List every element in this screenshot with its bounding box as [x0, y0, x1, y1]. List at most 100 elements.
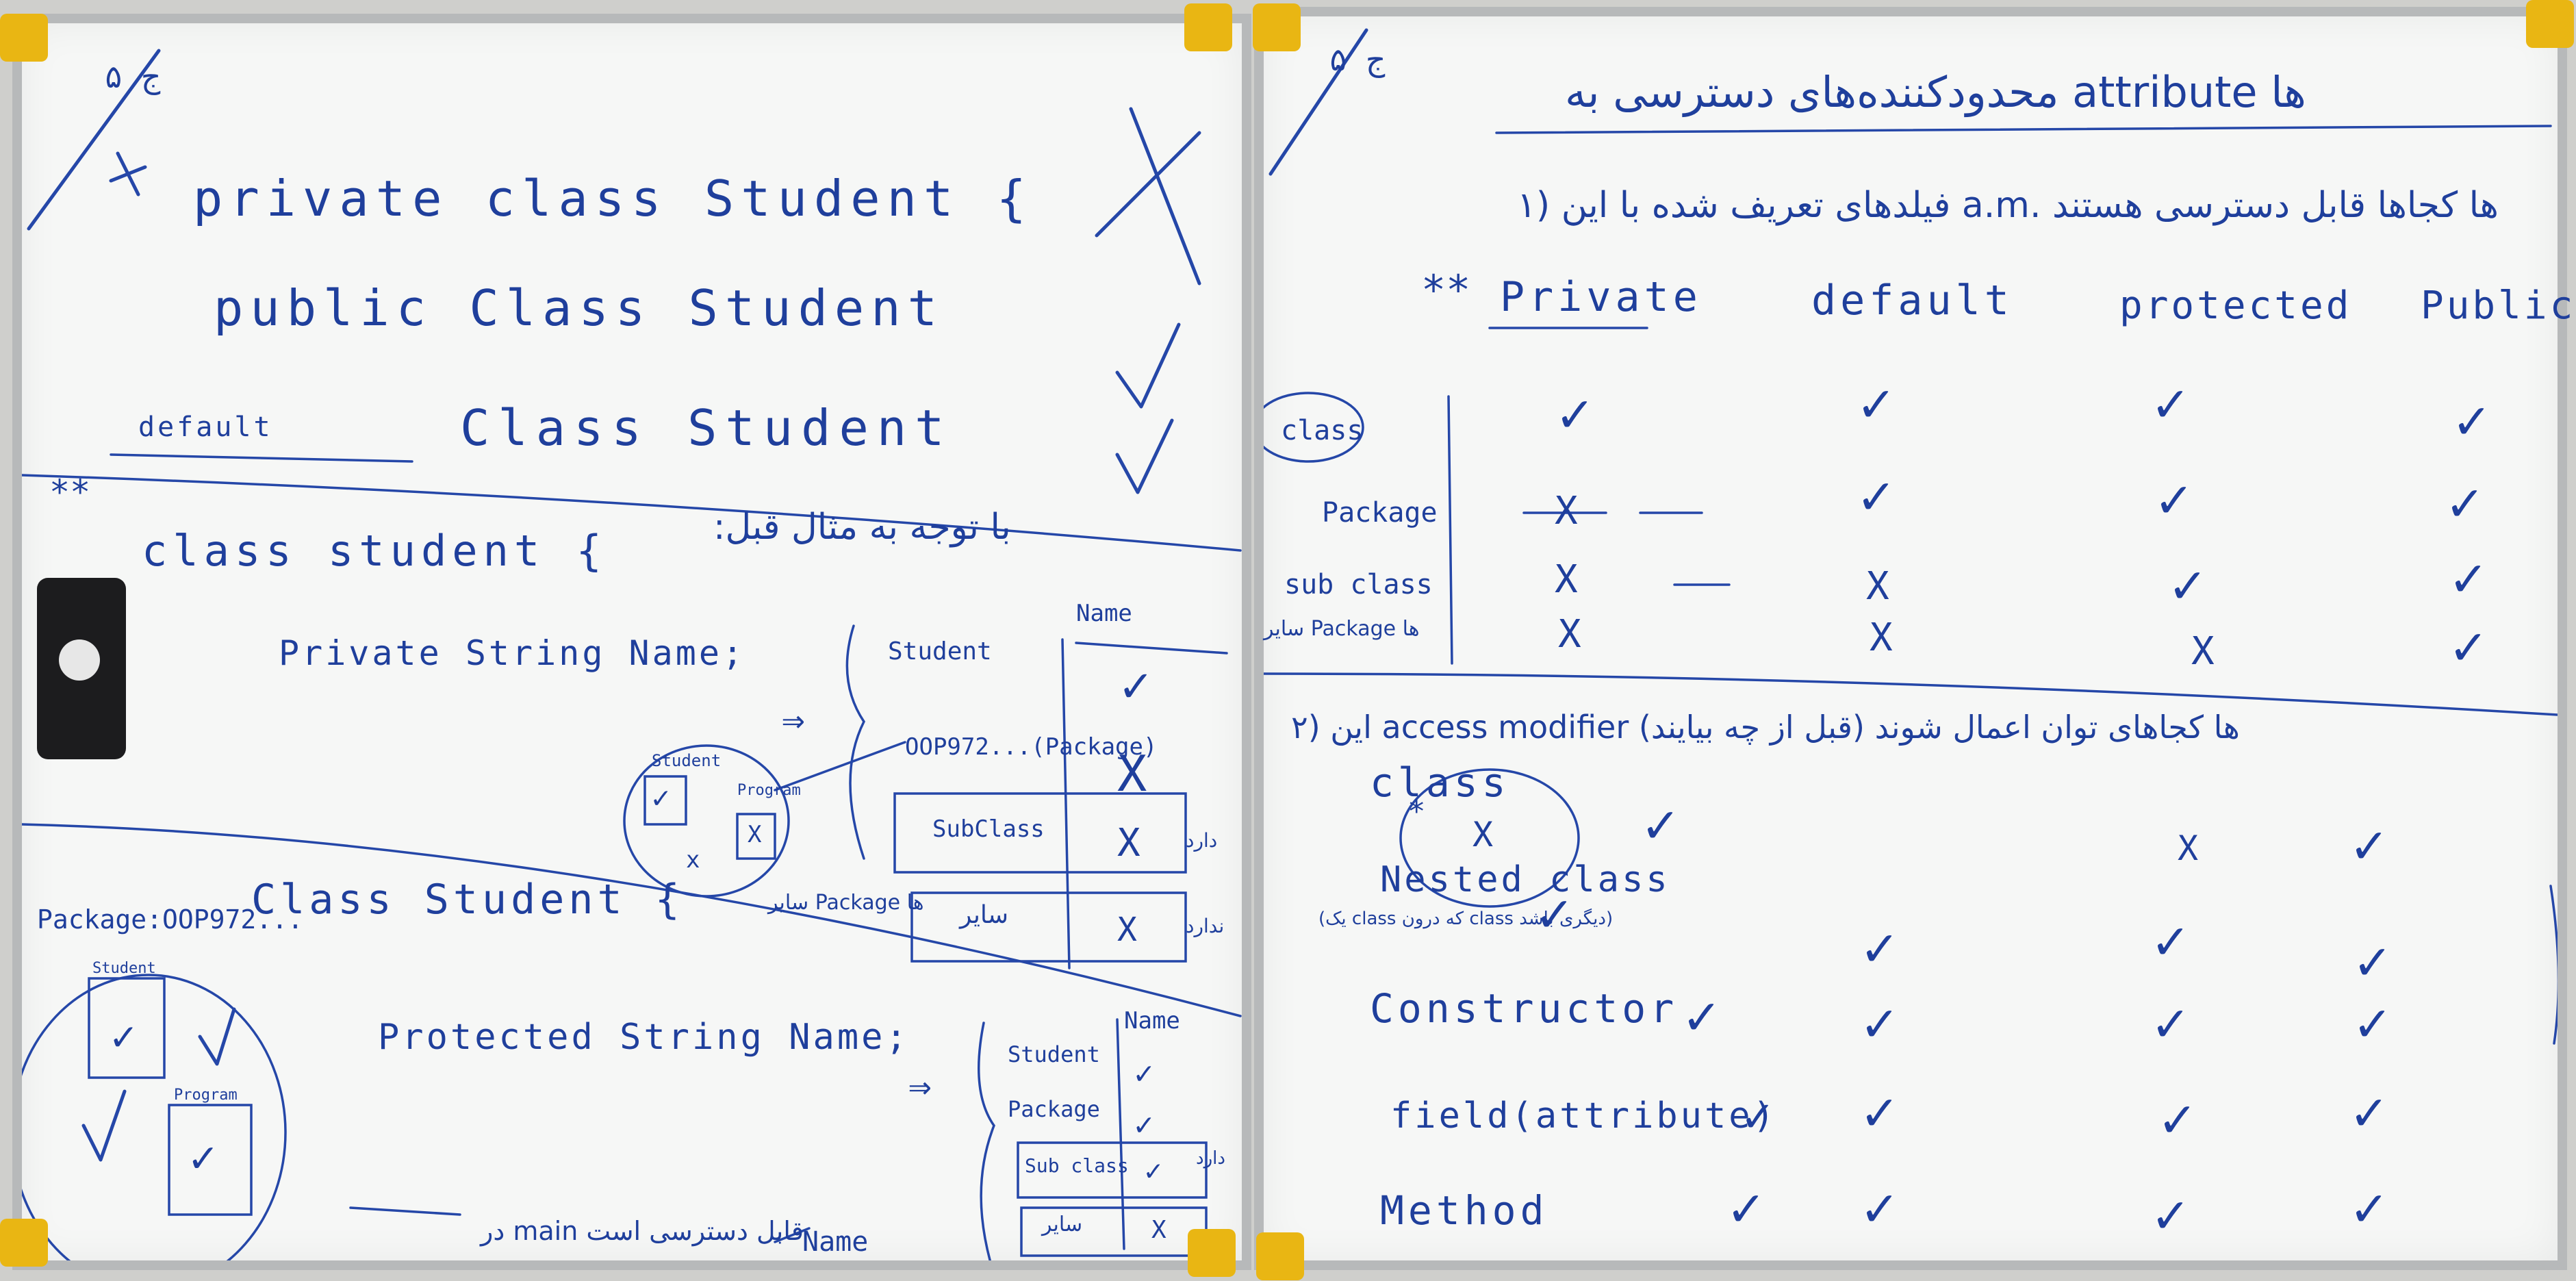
package-label: Package:OOP972... [37, 904, 303, 935]
table2-side-note: دارد [1196, 1148, 1225, 1169]
access-mark: X [1555, 557, 1578, 602]
access-mark: X [2191, 629, 2215, 674]
table1-row-mark: X [1117, 911, 1137, 949]
corner-clip [2526, 0, 2574, 48]
access-row-label: class [1281, 415, 1364, 446]
table1-row-label: Student [888, 637, 992, 665]
table1-row-mark: X [1117, 745, 1147, 802]
usage-mark: X [1472, 815, 1494, 854]
table1-side-note: ندارد [1186, 915, 1225, 937]
table2-row-mark: X [1151, 1216, 1166, 1244]
usage-mark: ✓ [2356, 929, 2389, 993]
eraser-logo [59, 639, 100, 681]
class-student-brace: class student { [142, 526, 607, 576]
modifier-header: Public [2421, 283, 2576, 328]
left-corner-mark: ج ۵ [104, 58, 162, 95]
access-mark: ✓ [2157, 467, 2191, 531]
modifier-header: Private [1500, 273, 1702, 321]
table2-row-label: سایر [1042, 1213, 1083, 1236]
table1-side-note: دارد [1186, 829, 1218, 852]
access-mark: ✓ [1859, 464, 1893, 527]
table2-row-mark: ✓ [1134, 1054, 1153, 1091]
asterisk-note: ** [49, 472, 91, 512]
usage-mark: ✓ [1538, 881, 1571, 945]
left-board-ink [22, 49, 1242, 1260]
access-mark: ✓ [2455, 388, 2488, 452]
usage-mark: ✓ [1863, 915, 1896, 979]
access-mark: ✓ [1859, 371, 1893, 435]
table1-header: Name [1076, 600, 1132, 627]
access-mark: ✓ [2451, 614, 2485, 678]
arrow-2: ⇒ [908, 1064, 932, 1108]
question-1: ۱) فیلدهای تعریف شده با این a.m. ها کجاه… [1517, 185, 2499, 226]
table2-row-label: Student [1008, 1041, 1100, 1067]
usage-row-label: Nested class [1380, 859, 1670, 900]
note-persian: با توجه به مثال قبل: [713, 507, 1011, 548]
usage-mark: ✓ [2352, 1176, 2386, 1239]
access-mark: ✓ [1558, 381, 1592, 445]
access-row-label: Package [1322, 497, 1438, 529]
table2-row-label: Sub class [1025, 1154, 1129, 1177]
usage-mark: ✓ [1863, 1080, 1896, 1143]
access-mark: ✓ [2451, 546, 2485, 609]
circle1-check: ✓ [652, 781, 670, 815]
usage-mark: ✓ [2356, 991, 2389, 1054]
access-mark: X [1866, 564, 1889, 609]
right-board-ink [1264, 28, 2558, 1045]
access-mark: ✓ [2171, 553, 2204, 616]
right-title: محدودکننده‌های دسترسی به attribute ها [1565, 67, 2306, 117]
circle2-student: Student [92, 960, 156, 977]
circle1-x2: x [686, 846, 700, 874]
corner-clip [0, 14, 48, 62]
corner-clip [1184, 3, 1232, 51]
usage-asterisk: * [1407, 794, 1426, 829]
access-mark: ✓ [2448, 470, 2482, 534]
corner-clip [1188, 1229, 1236, 1277]
access-row-label: sub class [1284, 569, 1433, 600]
usage-row-label: field(attribute) [1390, 1095, 1777, 1137]
default-class-line: Class Student [460, 399, 953, 457]
usage-mark: X [2178, 828, 2199, 868]
table2-header: Name [1124, 1007, 1180, 1035]
second-class: Class Student { [251, 876, 684, 924]
table2-row-mark: ✓ [1134, 1106, 1153, 1143]
public-class-line: public Class Student [214, 279, 944, 337]
asterisk: ** [1421, 266, 1471, 314]
corner-clip [1256, 1232, 1304, 1280]
circle2-program: Program [174, 1087, 238, 1104]
access-mark: ✓ [2154, 371, 2187, 435]
right-corner-mark: ج ۵ [1329, 41, 1386, 78]
circle1-program: Program [737, 782, 801, 799]
circle2-program-check: ✓ [190, 1132, 216, 1183]
table1-row-label: OOP972...(Package) [905, 733, 1158, 761]
corner-clip [0, 1219, 48, 1267]
usage-mark: ✓ [2154, 991, 2187, 1054]
usage-mark: ✓ [1863, 1176, 1896, 1239]
usage-mark: ✓ [2352, 1080, 2386, 1143]
usage-row-label: Constructor [1370, 985, 1679, 1032]
protected-field: Protected String Name; [378, 1017, 910, 1058]
usage-row-label: Method [1380, 1187, 1548, 1234]
usage-mark: ✓ [1644, 792, 1677, 856]
main-note: در main قابل دسترسی است [481, 1216, 804, 1246]
access-mark: X [1870, 616, 1893, 660]
access-mark: X [1558, 612, 1581, 657]
usage-mark: ✓ [2154, 1182, 2187, 1246]
modifier-header: protected [2119, 283, 2352, 328]
table1-row-mark: ✓ [1121, 656, 1151, 713]
usage-mark: ✓ [2160, 1087, 2194, 1150]
question-2: ۲) این access modifier ها کجاهای توان اع… [1291, 709, 2240, 746]
corner-clip [1253, 3, 1301, 51]
other-package-note: سایر Package ها [768, 891, 924, 915]
table2-row-label: Package [1008, 1096, 1100, 1122]
access-mark: X [1555, 489, 1578, 533]
name-ref: Name [802, 1226, 869, 1258]
usage-row-label: class [1370, 759, 1510, 806]
modifier-header: default [1811, 277, 2013, 325]
usage-mark: ✓ [1743, 1087, 1772, 1143]
table1-row-label: سایر [960, 901, 1009, 929]
arrow-1: ⇒ [782, 698, 805, 742]
circle2-student-check: ✓ [111, 1013, 136, 1061]
right-whiteboard: ج ۵ محدودکننده‌های دسترسی به attribute ه… [1254, 7, 2573, 1270]
left-whiteboard: ج ۵ private class Student { public Class… [12, 14, 1251, 1270]
